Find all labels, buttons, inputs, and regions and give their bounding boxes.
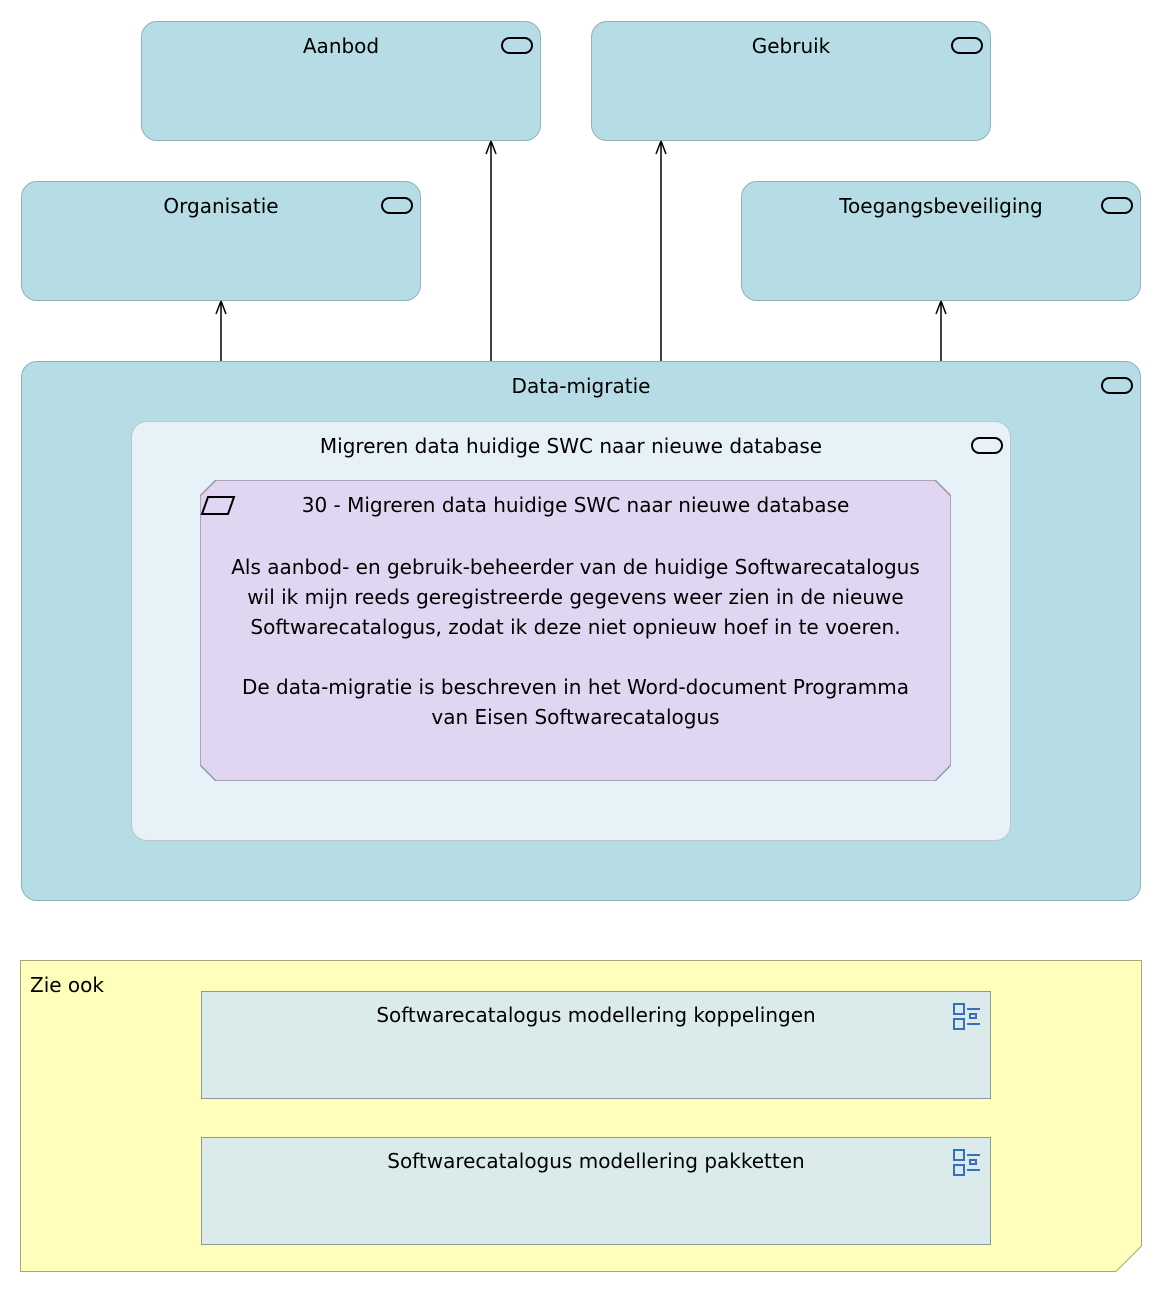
view-reference-icon [953,1149,980,1176]
view-reference-label: Softwarecatalogus modellering koppelinge… [376,1003,816,1027]
service-icon [951,37,983,54]
service-migreren-label: Migreren data huidige SWC naar nieuwe da… [319,434,823,458]
requirement-shape [200,480,951,781]
service-organisatie[interactable]: Organisatie [21,181,421,301]
service-organisatie-label: Organisatie [163,194,279,218]
service-icon [1101,197,1133,214]
service-icon [381,197,413,214]
service-aanbod[interactable]: Aanbod [141,21,541,141]
service-icon [501,37,533,54]
requirement-body: Als aanbod- en gebruik-beheerder van de … [230,552,921,732]
service-toegangsbeveiliging-label: Toegangsbeveiliging [839,194,1043,218]
see-also-label: Zie ook [30,973,104,997]
requirement-paragraph-2: De data-migratie is beschreven in het Wo… [241,675,910,729]
service-data-migratie-label: Data-migratie [511,374,651,398]
service-aanbod-label: Aanbod [302,34,380,58]
view-reference-label: Softwarecatalogus modellering pakketten [387,1149,805,1173]
service-toegangsbeveiliging[interactable]: Toegangsbeveiliging [741,181,1141,301]
service-gebruik-label: Gebruik [751,34,831,58]
service-gebruik[interactable]: Gebruik [591,21,991,141]
requirement-title: 30 - Migreren data huidige SWC naar nieu… [301,493,850,517]
view-reference-icon [953,1003,980,1030]
view-reference-koppelingen[interactable]: Softwarecatalogus modellering koppelinge… [201,991,991,1099]
requirement-parallelogram-icon [200,496,236,515]
requirement-paragraph-1: Als aanbod- en gebruik-beheerder van de … [231,555,920,639]
service-icon [971,437,1003,454]
requirement-30[interactable]: 30 - Migreren data huidige SWC naar nieu… [200,480,951,781]
view-reference-pakketten[interactable]: Softwarecatalogus modellering pakketten [201,1137,991,1245]
service-icon [1101,377,1133,394]
